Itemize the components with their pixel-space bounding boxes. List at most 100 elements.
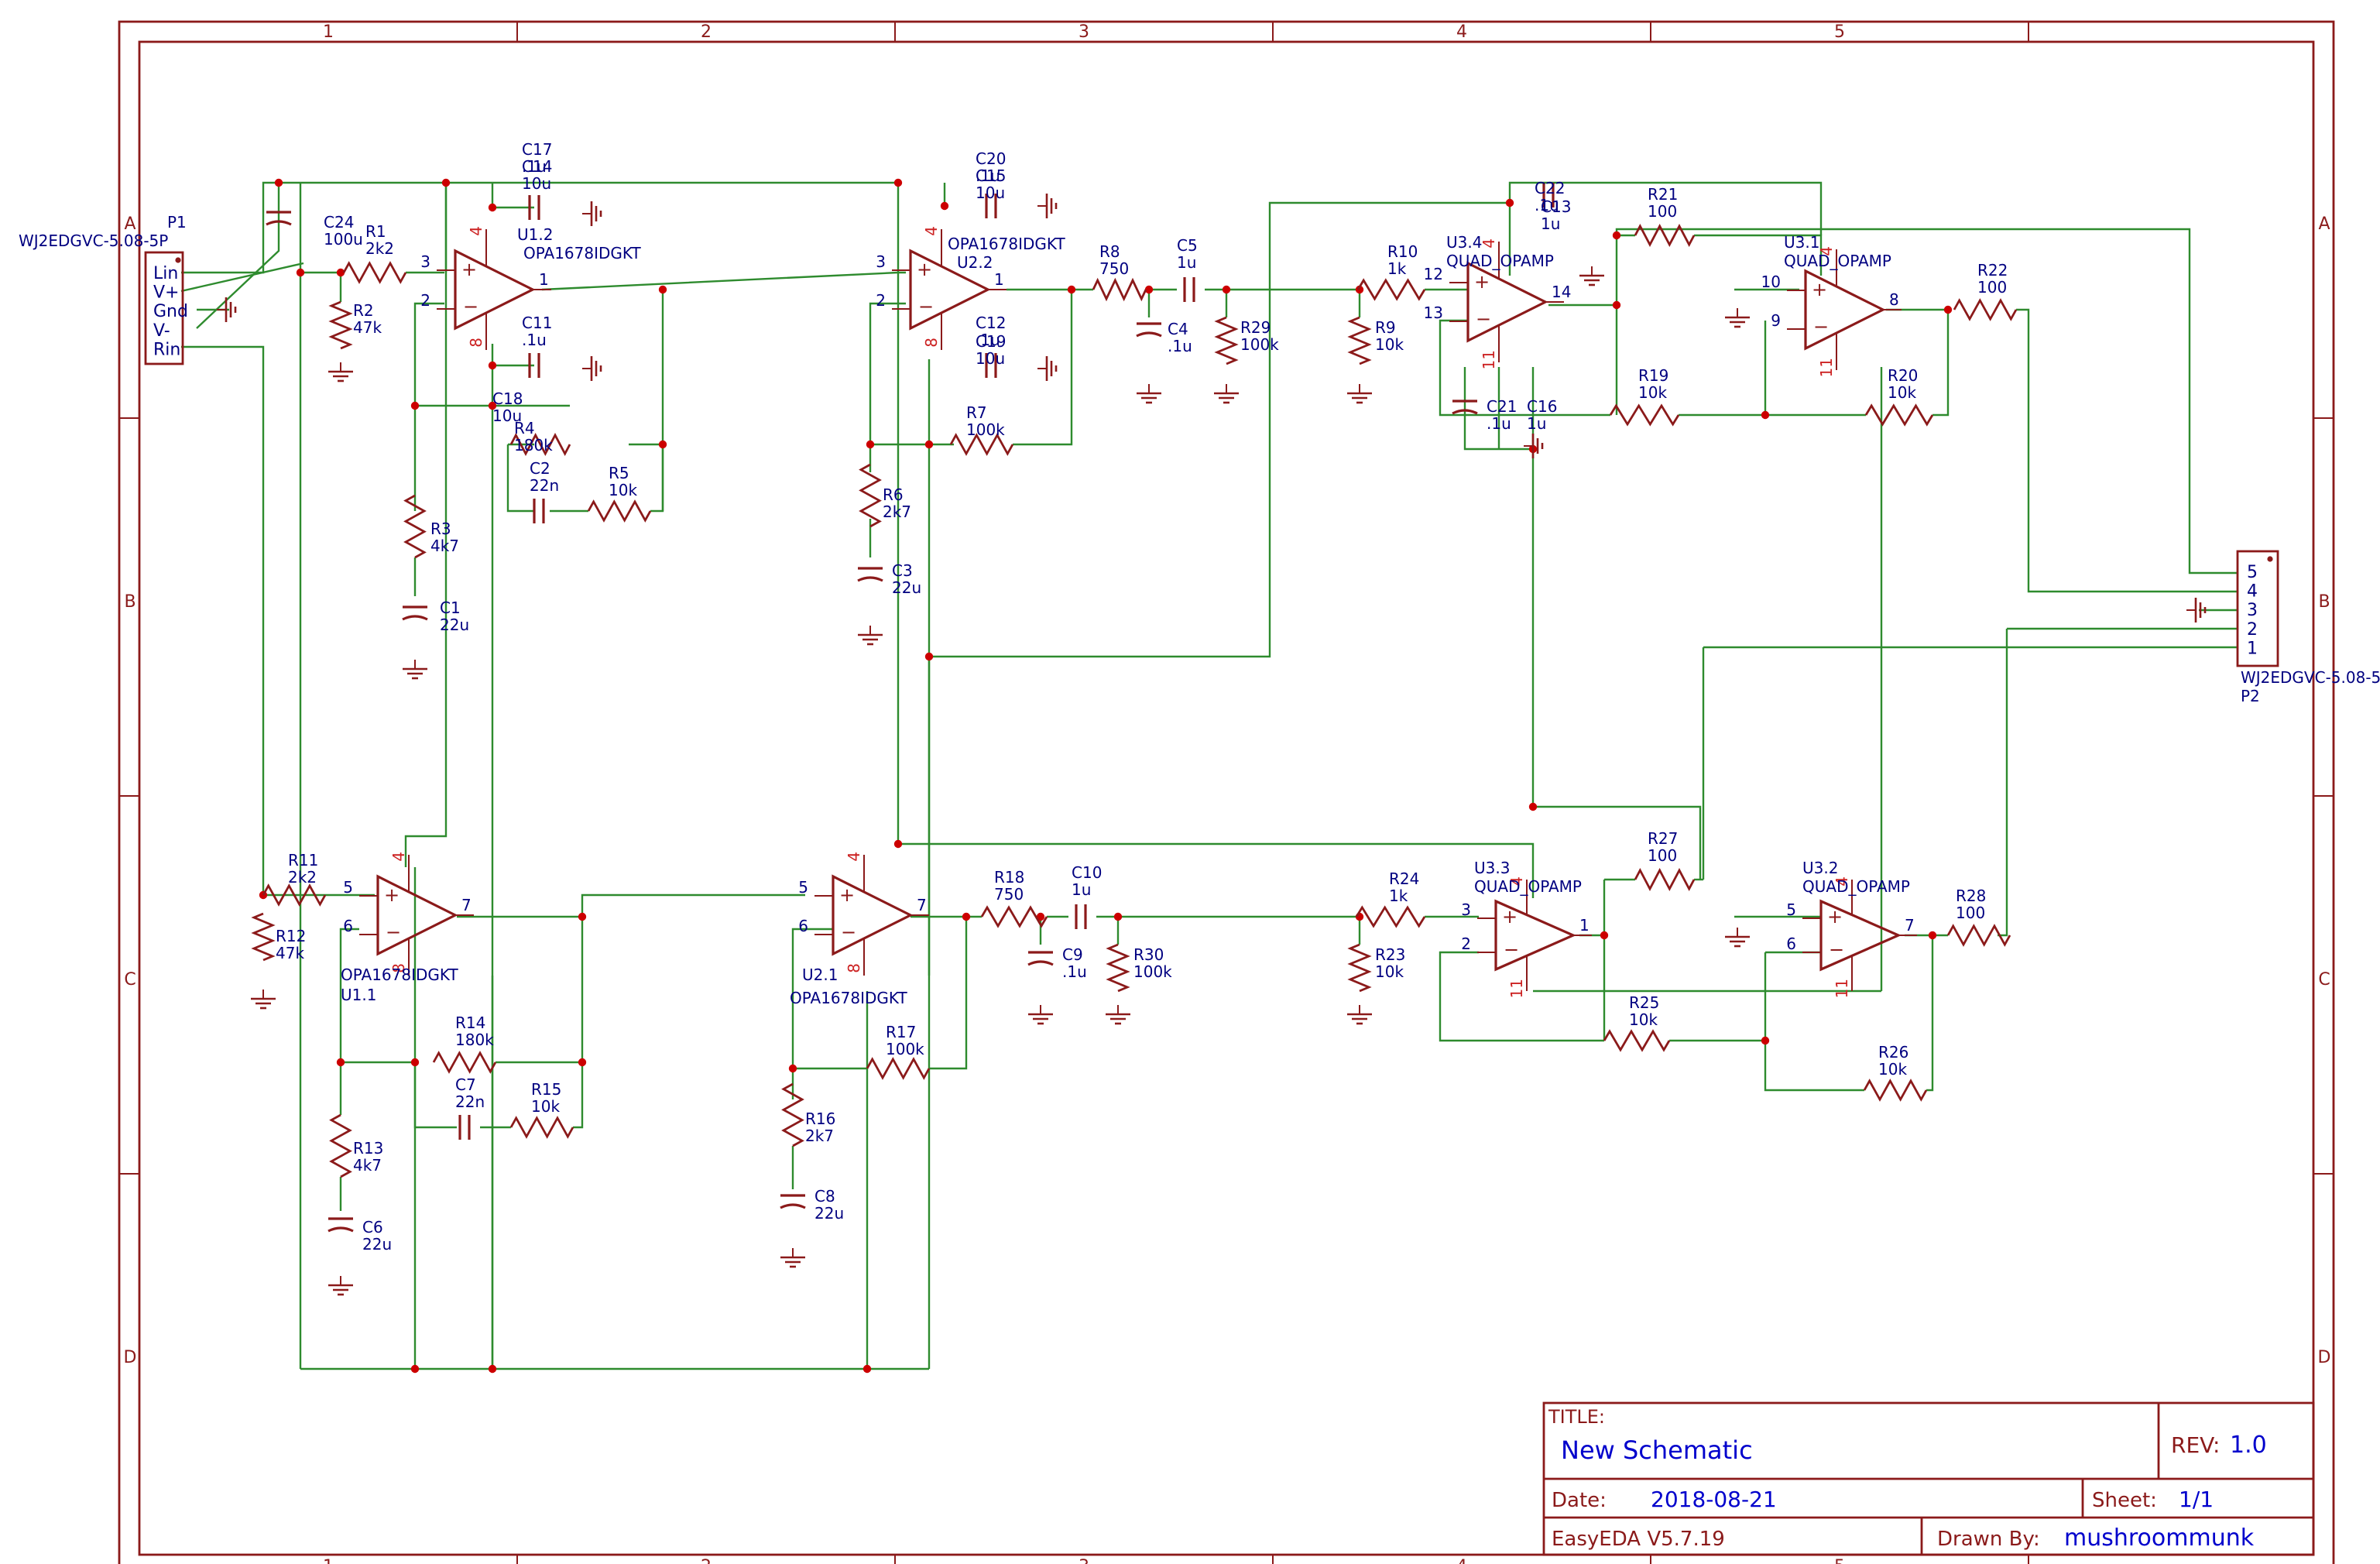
row-label-right: D — [2318, 1348, 2331, 1367]
drawn-by-label: Drawn By: — [1937, 1528, 2040, 1551]
resistor-r9 — [1347, 316, 1372, 365]
resistor-ref-label: R1 — [365, 222, 386, 241]
junction-dot — [488, 401, 497, 410]
junction-dot — [866, 440, 875, 449]
opamp-u3-3-pin-out: 1 — [1579, 916, 1590, 935]
opamp-u1-1-pin-vminus: 8 — [389, 963, 408, 973]
opamp-u3-1-pin-plus: 10 — [1761, 273, 1781, 291]
opamp-ref-label: U3.3 — [1474, 859, 1510, 877]
junction-dot — [1355, 285, 1364, 294]
wire — [1548, 304, 1618, 415]
capacitor-c3 — [857, 576, 883, 582]
junction-dot — [924, 652, 934, 661]
junction-dot — [1600, 931, 1609, 940]
opamp-ref-label: U1.1 — [341, 986, 376, 1004]
wire — [1013, 290, 1073, 446]
wire — [869, 302, 929, 446]
opamp-u3-2-pin-vplus: 4 — [1833, 876, 1851, 887]
tool-version: EasyEDA V5.7.19 — [1552, 1528, 1725, 1551]
opamp-part-label: QUAD_OPAMP — [1474, 877, 1582, 896]
capacitor-ref-label: C18 — [492, 389, 523, 408]
resistor-value-label: 2k2 — [288, 868, 317, 887]
capacitor-value-label: .1u — [1062, 962, 1087, 981]
opamp-u3-2-pin-vminus: 11 — [1833, 979, 1851, 998]
column-label-top: 1 — [323, 22, 334, 42]
capacitor-value-label: 100u — [324, 230, 363, 249]
labels: P1WJ2EDGVC-5.08-5PWJ2EDGVC-5.08-5PP2U1.2… — [19, 140, 2380, 1254]
wire — [1579, 934, 1606, 1041]
capacitor-value-label: 10u — [976, 349, 1005, 368]
opamp-u3-3-plus-sign: + — [1502, 906, 1518, 928]
column-label-top: 2 — [701, 22, 712, 42]
connector-p1-pin1-mark — [175, 257, 181, 263]
junction-dot — [410, 401, 420, 410]
capacitor-ref-label: C9 — [1062, 945, 1083, 964]
opamp-part-label: QUAD_OPAMP — [1784, 252, 1891, 270]
junction-dot — [940, 201, 949, 211]
opamp-u2-2 — [909, 249, 991, 331]
resistor-ref-label: R10 — [1387, 242, 1418, 261]
capacitor-ref-label: C11 — [522, 314, 552, 332]
wire — [581, 893, 805, 917]
capacitor-ref-label: C8 — [814, 1187, 835, 1206]
resistor-value-label: 2k7 — [805, 1127, 834, 1145]
resistor-ref-label: R2 — [353, 301, 374, 320]
resistor-ref-label: R23 — [1375, 945, 1405, 964]
junction-dot — [1144, 285, 1154, 294]
resistor-r29 — [1214, 316, 1239, 365]
wire — [413, 302, 492, 407]
outer-border — [118, 20, 2335, 1564]
capacitor-value-label: 22u — [814, 1204, 844, 1223]
column-label-bottom: 2 — [701, 1557, 712, 1564]
capacitor-ref-label: C2 — [530, 459, 550, 478]
capacitor-value-label: 10u — [492, 406, 522, 425]
resistor-value-label: 180k — [514, 436, 553, 454]
opamp-u2-1-minus-sign: − — [841, 921, 856, 943]
resistor-ref-label: R20 — [1888, 366, 1918, 385]
junction-dot — [488, 361, 497, 370]
wire — [180, 262, 304, 293]
p2-ref: P2 — [2241, 687, 2260, 705]
capacitor-value-label: 1u — [1177, 253, 1196, 272]
connector-p1-pin-label: Rin — [153, 340, 180, 359]
capacitor-ref-label: C22 — [1535, 179, 1565, 197]
resistor-value-label: 47k — [353, 318, 382, 337]
opamp-ref-label: U2.1 — [802, 965, 838, 984]
resistor-ref-label: R18 — [994, 868, 1024, 887]
capacitor-ref-label: C1 — [440, 599, 461, 617]
opamp-u3-4-pin-plus: 12 — [1424, 265, 1443, 283]
resistor-r8 — [1092, 277, 1147, 302]
opamp-u1-2 — [454, 249, 536, 331]
capacitor-value-label: 22u — [892, 578, 921, 597]
resistor-r19 — [1609, 403, 1680, 427]
resistor-ref-label: R29 — [1240, 318, 1271, 337]
opamp-u1-2-pin-vminus: 8 — [467, 338, 485, 348]
capacitor-ref-label: C21 — [1487, 397, 1517, 416]
capacitor-ref-label: C5 — [1177, 236, 1198, 255]
resistor-ref-label: R5 — [609, 464, 629, 482]
opamp-u2-2-pin-out: 1 — [994, 270, 1004, 289]
junction-dot — [1761, 410, 1770, 420]
junction-dot — [1528, 802, 1538, 811]
capacitor-ref-label: C13 — [1541, 197, 1571, 216]
opamp-ref-label: U3.1 — [1784, 233, 1819, 252]
capacitor-c1 — [402, 615, 428, 621]
connector-p2-pin1-mark — [2267, 556, 2273, 562]
resistor-value-label: 10k — [609, 481, 637, 499]
sheet-value: 1/1 — [2179, 1487, 2214, 1512]
column-label-top: 3 — [1079, 22, 1089, 42]
junction-dot — [578, 1058, 587, 1067]
resistor-ref-label: R7 — [966, 403, 987, 422]
resistor-ref-label: R15 — [531, 1080, 561, 1099]
opamp-u1-1-plus-sign: + — [384, 884, 400, 906]
junction-dot — [862, 1364, 872, 1374]
capacitor-ref-label: C3 — [892, 561, 913, 580]
opamp-ref-label: U2.2 — [957, 253, 993, 272]
capacitor-ref-label: C6 — [362, 1218, 383, 1236]
opamp-u1-2-pin-vplus: 4 — [467, 226, 485, 236]
wire — [1926, 935, 1934, 1092]
capacitor-ref-label: C12 — [976, 314, 1006, 332]
opamp-ref-label: U1.2 — [517, 225, 553, 244]
opamp-u3-1-minus-sign: − — [1813, 316, 1829, 338]
capacitor-value-label: 1u — [1541, 214, 1560, 233]
